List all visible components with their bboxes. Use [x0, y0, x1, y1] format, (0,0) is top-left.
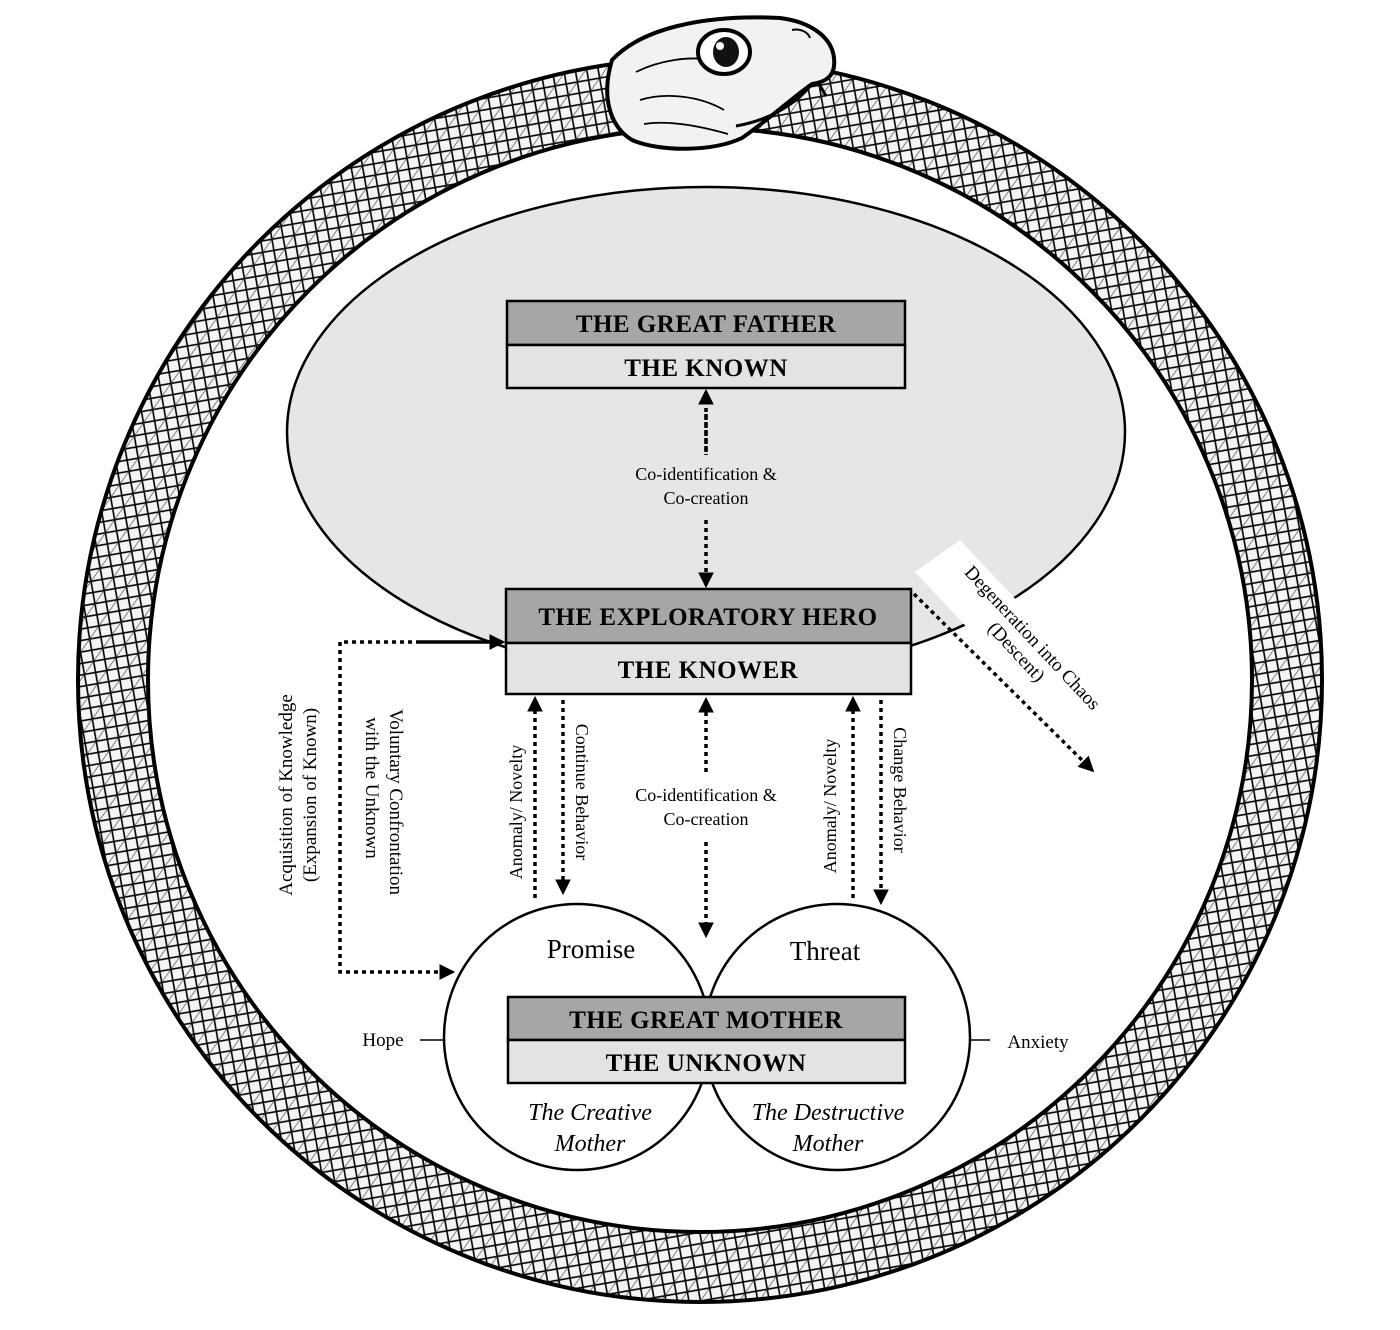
change-behavior-label: Change Behavior — [890, 727, 910, 852]
knower-subtitle: THE KNOWER — [618, 657, 799, 684]
serpent-head — [605, 15, 837, 151]
anomaly-left-label: Anomaly/ Novelty — [506, 745, 526, 879]
destructive-mother-line2: Mother — [792, 1131, 864, 1157]
great-mother-title: THE GREAT MOTHER — [569, 1007, 843, 1034]
ouroboros-serpent — [76, 15, 1324, 1304]
anxiety-label: Anxiety — [1007, 1032, 1069, 1053]
coid-mid-line1: Co-identification & — [635, 785, 776, 805]
known-subtitle: THE KNOWN — [624, 355, 788, 382]
voluntary-line1: Voluntary Confrontation — [385, 709, 406, 895]
coid-top-line1: Co-identification & — [635, 464, 776, 484]
degeneration-label-band — [915, 540, 1110, 732]
acquisition-line1: Acquisition of Knowledge — [276, 694, 297, 896]
continue-behavior-label: Continue Behavior — [572, 724, 592, 860]
creative-mother-line2: Mother — [554, 1131, 626, 1157]
voluntary-line2: with the Unknown — [361, 717, 382, 859]
threat-label: Threat — [790, 936, 861, 966]
acquisition-line2: (Expansion of Known) — [300, 708, 321, 882]
creative-mother-line1: The Creative — [528, 1100, 652, 1126]
great-mother-box: THE GREAT MOTHER THE UNKNOWN — [506, 995, 907, 1085]
promise-label: Promise — [547, 934, 636, 964]
great-father-title: THE GREAT FATHER — [576, 311, 837, 338]
arrows — [338, 388, 1095, 980]
arrow-degeneration — [912, 592, 1095, 773]
hero-title: THE EXPLORATORY HERO — [538, 604, 877, 631]
hero-box: THE EXPLORATORY HERO THE KNOWER — [504, 587, 913, 696]
anomaly-right-label: Anomaly/ Novelty — [820, 739, 840, 873]
coid-mid-line2: Co-creation — [664, 809, 749, 829]
unknown-subtitle: THE UNKNOWN — [606, 1050, 807, 1077]
destructive-mother-line1: The Destructive — [752, 1100, 905, 1126]
great-father-box: THE GREAT FATHER THE KNOWN — [505, 299, 907, 390]
hope-label: Hope — [362, 1030, 403, 1051]
coid-top-line2: Co-creation — [664, 488, 749, 508]
